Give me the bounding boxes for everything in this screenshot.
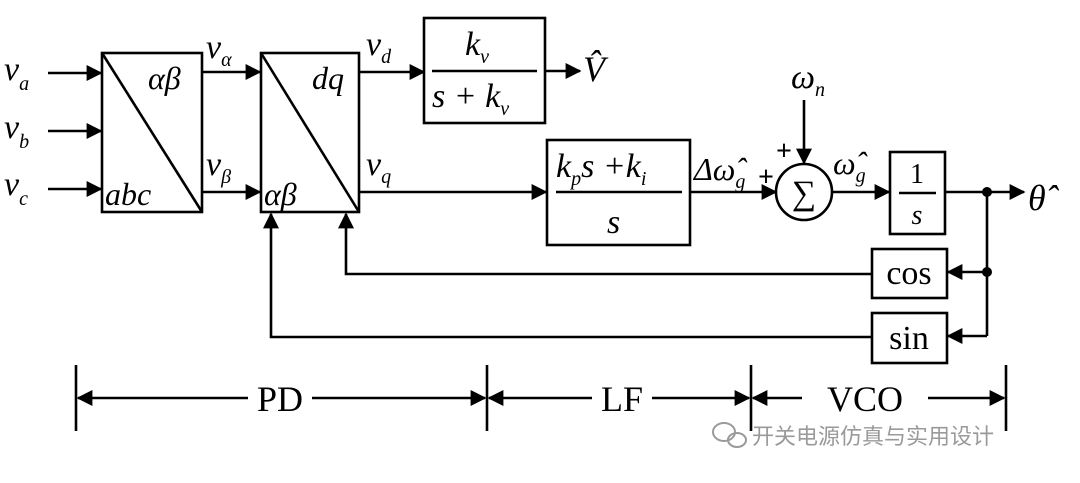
svg-text:vc: vc [4,166,28,210]
pd-section-label: PD [257,379,303,419]
park-transform-block: dq αβ [259,51,361,214]
clarke-diagonal [100,52,204,213]
integrator-block: 1 s [888,150,947,236]
delta-omega-label: Δω̂g [692,151,747,193]
svg-text:va: va [4,51,29,95]
sin-feedback-path [263,212,872,339]
amp-denominator: s + kv [432,78,509,120]
watermark-text: 开关电源仿真与实用设计 [752,425,994,450]
theta-output-label: θ̂ [1028,178,1060,218]
vco-section-label: VCO [827,379,903,419]
integrator-denominator: s [912,200,923,231]
clarke-bottom-label: abc [105,176,151,212]
omega-n-label: ωn [791,59,825,101]
amp-numerator: kv [465,26,489,68]
park-top-label: dq [312,60,344,96]
summing-junction: ∑ [774,162,834,222]
sin-label: sin [889,320,929,357]
v-beta-label: vβ [206,146,231,188]
v-d-label: vd [366,26,392,68]
sin-block: sin [870,311,949,365]
cos-block: cos [870,247,949,300]
summer-plus-left: + [758,162,774,193]
clarke-top-label: αβ [148,60,181,96]
section-scale: PD LF VCO [74,365,1008,431]
lf-denominator: s [607,204,620,241]
svg-text:vb: vb [4,109,29,153]
omega-g-label: ω̂g [833,145,868,187]
park-bottom-label: αβ [264,176,297,212]
park-diagonal [259,52,361,213]
v-alpha-label: vα [206,29,232,71]
input-vc: vc [4,166,103,210]
cos-label: cos [886,255,931,292]
summer-plus-top: + [776,136,792,167]
integrator-numerator: 1 [910,159,924,190]
lf-section-label: LF [601,379,643,419]
cos-feedback-path [338,212,872,276]
v-q-label: vq [366,146,391,188]
amplitude-output-label: V̂ [583,49,609,89]
input-va: va [4,51,103,95]
lf-numerator: kps +ki [556,148,646,190]
wechat-icon [712,422,747,448]
watermark: 开关电源仿真与实用设计 [712,422,994,450]
sigma-symbol: ∑ [792,175,816,212]
amplitude-filter-block: kv s + kv [422,16,547,125]
loop-filter-block: kps +ki s [545,138,692,247]
input-vb: vb [4,109,103,153]
clarke-transform-block: αβ abc [100,51,204,214]
